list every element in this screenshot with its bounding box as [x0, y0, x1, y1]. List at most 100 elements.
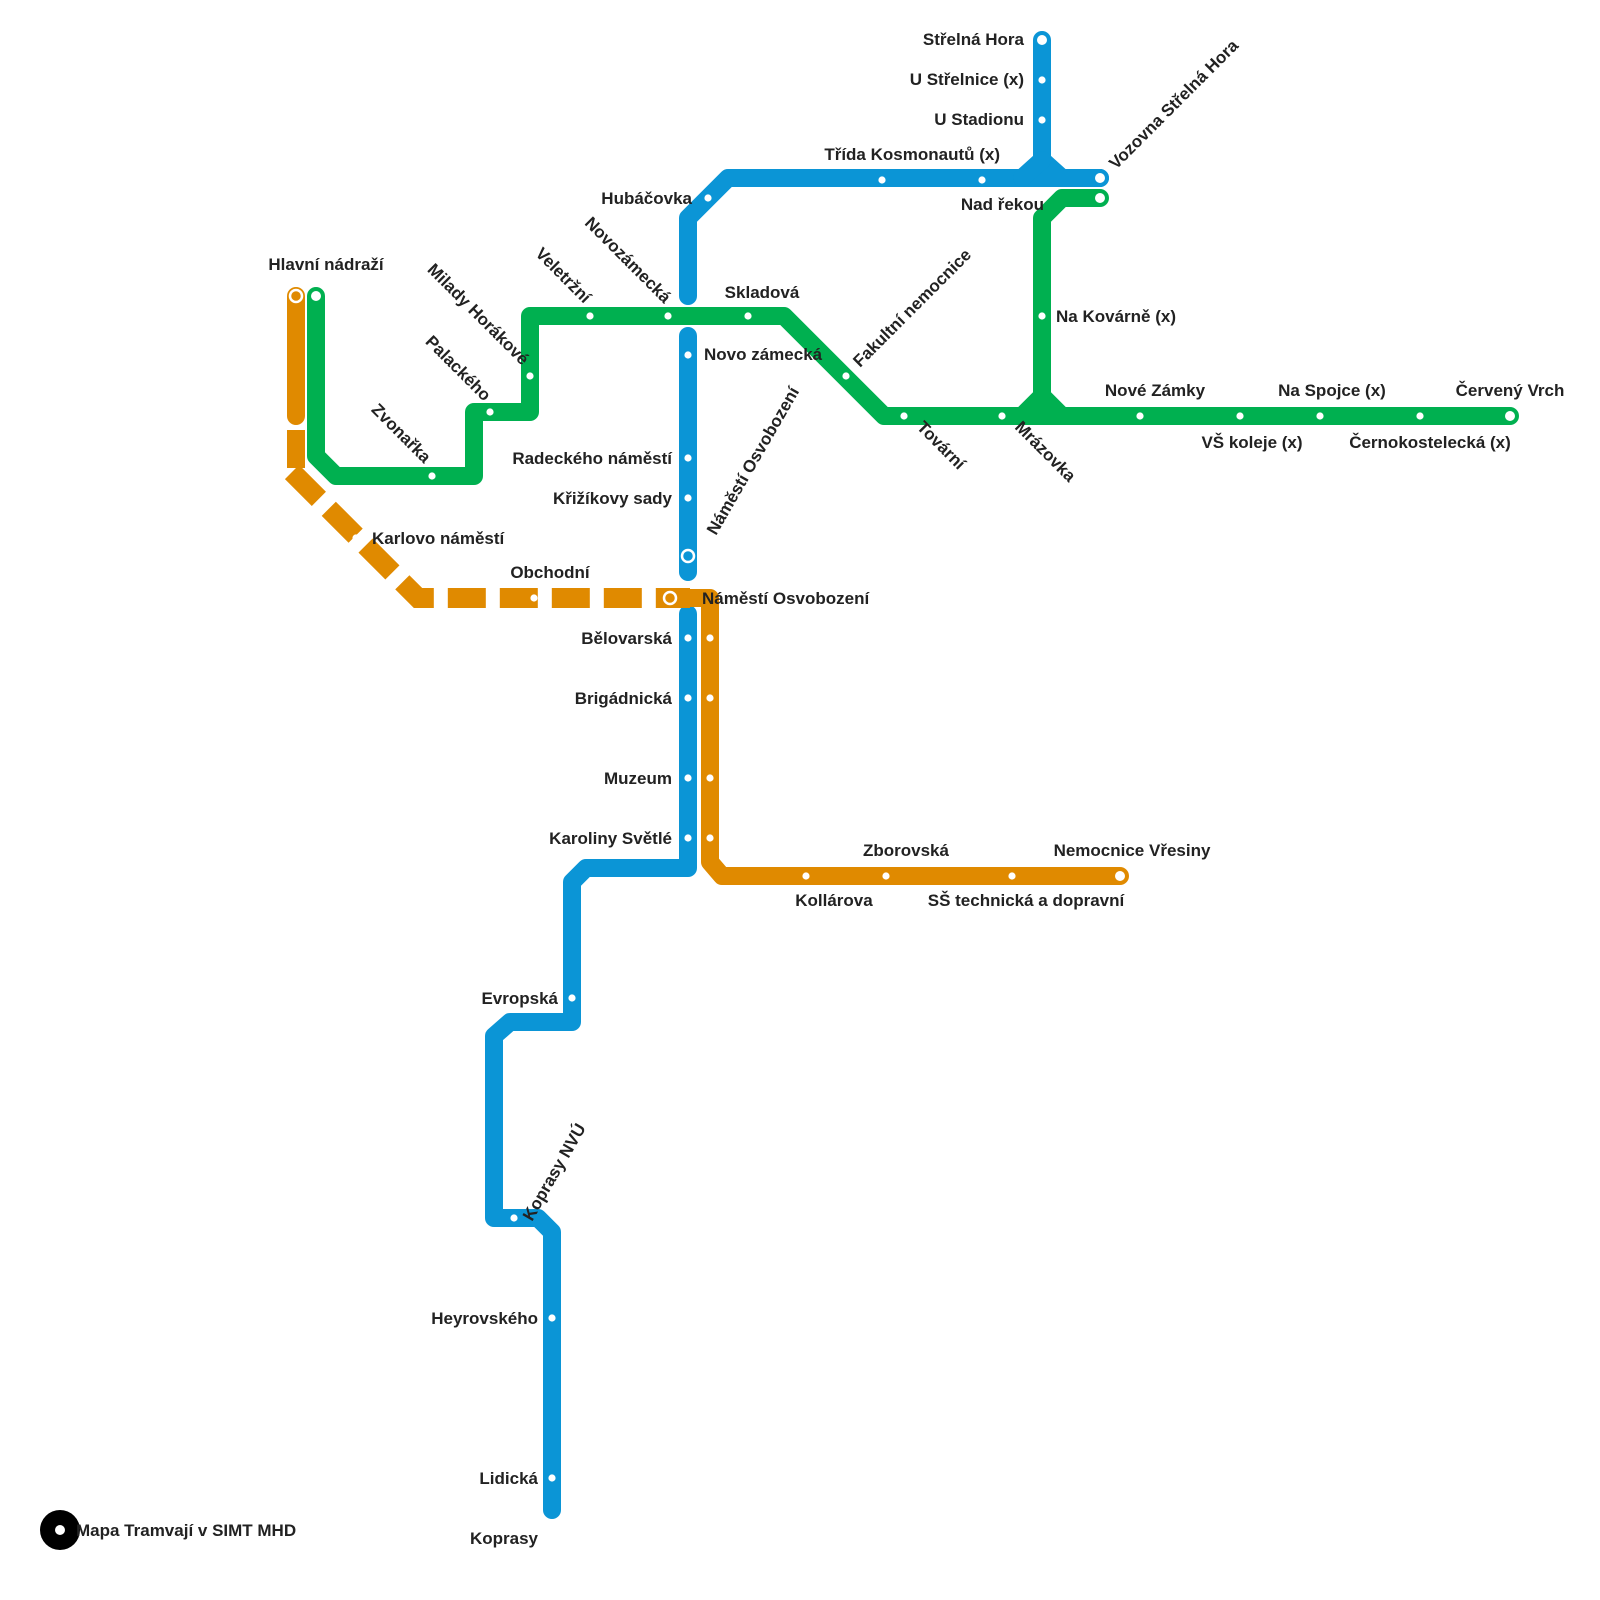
station-label-palackeho[interactable]: Palackého	[422, 332, 495, 405]
ss-technicka-station-marker[interactable]	[1008, 872, 1016, 880]
station-label-na-kovarne[interactable]: Na Kovárně (x)	[1056, 307, 1176, 326]
station-label-hubacovka[interactable]: Hubáčovka	[601, 189, 692, 208]
station-label-trida-kosmonautu[interactable]: Třída Kosmonautů (x)	[824, 145, 1000, 164]
station-label-na-spojce[interactable]: Na Spojce (x)	[1278, 381, 1386, 400]
lidicka-station-marker[interactable]	[548, 1474, 556, 1482]
station-label-zvonarka[interactable]: Zvonařka	[368, 400, 435, 467]
station-label-u-stadionu[interactable]: U Stadionu	[934, 110, 1024, 129]
blue-line[interactable]	[485, 31, 1109, 1519]
green-line-junction[interactable]	[1013, 387, 1071, 425]
green-line-main[interactable]	[307, 287, 1519, 485]
station-label-heyrovskeho[interactable]: Heyrovského	[431, 1309, 538, 1328]
station-label-kollarova[interactable]: Kollárova	[795, 891, 873, 910]
stop-41-station-marker[interactable]	[706, 834, 714, 842]
na-spojce-station-marker[interactable]	[1236, 412, 1244, 420]
belovarska-station-marker[interactable]	[684, 634, 692, 642]
evropska-station-marker[interactable]	[568, 994, 576, 1002]
station-label-muzeum[interactable]: Muzeum	[604, 769, 672, 788]
trida-kosmonautu-station-marker[interactable]	[978, 176, 986, 184]
novozamecka-station-marker[interactable]	[664, 312, 672, 320]
station-label-mrazovka[interactable]: Mrázovka	[1011, 417, 1080, 486]
station-label-vs-koleje[interactable]: VŠ koleje (x)	[1201, 433, 1302, 452]
palackeho-station-marker[interactable]	[486, 408, 494, 416]
veletrzni-station-marker[interactable]	[586, 312, 594, 320]
station-label-nemocnice-vresiny[interactable]: Nemocnice Vřesiny	[1054, 841, 1211, 860]
station-label-zborovska[interactable]: Zborovská	[863, 841, 950, 860]
skladova-station-marker[interactable]	[744, 312, 752, 320]
station-label-evropska[interactable]: Evropská	[481, 989, 558, 1008]
stop-35-station-marker[interactable]	[706, 634, 714, 642]
heyrovskeho-station-marker[interactable]	[548, 1314, 556, 1322]
station-label-vozovna[interactable]: Vozovna Střelná Hora	[1105, 36, 1242, 173]
green-line-east-branch[interactable]	[1033, 189, 1109, 405]
hlavni-nadrazi-station-marker[interactable]	[288, 288, 304, 304]
station-label-karlovo-namesti[interactable]: Karlovo náměstí	[372, 529, 506, 548]
u-strelnice-station-marker[interactable]	[1038, 76, 1046, 84]
stop-39-station-marker[interactable]	[706, 774, 714, 782]
radeckeho-namesti-station-marker[interactable]	[684, 454, 692, 462]
green-line[interactable]	[307, 189, 1519, 485]
karlovo-namesti-station-marker[interactable]	[352, 534, 360, 542]
station-label-karoliny-svetle[interactable]: Karoliny Světlé	[549, 829, 672, 848]
namesti-osvobozeni-station-marker[interactable]	[662, 590, 678, 606]
novo-zamecka-station-marker[interactable]	[684, 351, 692, 359]
stop-37-station-marker[interactable]	[706, 694, 714, 702]
blue-line-south[interactable]	[485, 605, 697, 1519]
koprasy-station-marker[interactable]	[547, 1533, 557, 1543]
nove-zamky-station-marker[interactable]	[1136, 412, 1144, 420]
u-stadionu-station-marker[interactable]	[1038, 116, 1046, 124]
station-label-nad-rekou[interactable]: Nad řekou	[961, 195, 1044, 214]
station-label-namesti-osvobozeni-blue[interactable]: Náměstí Osvobození	[703, 383, 804, 538]
orange-line-dashed-section[interactable]	[284, 464, 690, 608]
karoliny-svetle-station-marker[interactable]	[684, 834, 692, 842]
station-label-cerveny-vrch[interactable]: Červený Vrch	[1456, 381, 1565, 400]
station-label-skladova[interactable]: Skladová	[725, 283, 800, 302]
station-label-novo-zamecka[interactable]: Novo zámecká	[704, 345, 823, 364]
orange-line[interactable]	[284, 287, 1129, 885]
station-label-ss-technicka[interactable]: SŠ technická a dopravní	[928, 891, 1126, 910]
station-label-tovarni[interactable]: Tovární	[913, 417, 970, 474]
station-label-krizikovy-sady[interactable]: Křižíkovy sady	[553, 489, 673, 508]
station-label-hlavni-nadrazi[interactable]: Hlavní nádraží	[268, 255, 385, 274]
nemocnice-vresiny-station-marker[interactable]	[1115, 871, 1125, 881]
tovarni-station-marker[interactable]	[900, 412, 908, 420]
station-label-nove-zamky[interactable]: Nové Zámky	[1105, 381, 1206, 400]
namesti-osvobozeni-blue-station-marker[interactable]	[680, 548, 696, 564]
mrazovka-station-marker[interactable]	[998, 412, 1006, 420]
hubacovka-station-marker[interactable]	[704, 194, 712, 202]
stop-9-station-marker[interactable]	[311, 291, 321, 301]
station-label-fakultni-nemocnice[interactable]: Fakultní nemocnice	[849, 245, 975, 371]
station-label-novozamecka[interactable]: Novozámecká	[581, 213, 675, 307]
muzeum-station-marker[interactable]	[684, 774, 692, 782]
obchodni-station-marker[interactable]	[530, 594, 538, 602]
blue-line-north-branch[interactable]	[1033, 31, 1109, 187]
station-label-lidicka[interactable]: Lidická	[479, 1469, 538, 1488]
blue-line-connector[interactable]	[1013, 151, 1051, 187]
station-label-koprasy-nvu[interactable]: Koprasy NVÚ	[519, 1120, 590, 1224]
kollarova-station-marker[interactable]	[802, 872, 810, 880]
station-label-strelna-hora[interactable]: Střelná Hora	[923, 30, 1025, 49]
milady-horakove-station-marker[interactable]	[526, 372, 534, 380]
cerveny-vrch-station-marker[interactable]	[1416, 412, 1424, 420]
station-label-koprasy[interactable]: Koprasy	[470, 1529, 539, 1548]
station-label-u-strelnice[interactable]: U Střelnice (x)	[910, 70, 1024, 89]
station-label-cernokostelecka[interactable]: Černokostelecká (x)	[1349, 433, 1511, 452]
station-label-radeckeho-namesti[interactable]: Radeckého náměstí	[512, 449, 673, 468]
stop-21-station-marker[interactable]	[1316, 412, 1324, 420]
station-label-namesti-osvobozeni[interactable]: Náměstí Osvobození	[702, 589, 870, 608]
stop-4-station-marker[interactable]	[878, 176, 886, 184]
strelna-hora-station-marker[interactable]	[1037, 35, 1047, 45]
brigadnicka-station-marker[interactable]	[684, 694, 692, 702]
station-label-obchodni[interactable]: Obchodní	[510, 563, 591, 582]
station-label-brigadnicka[interactable]: Brigádnická	[575, 689, 673, 708]
na-kovarne-station-marker[interactable]	[1038, 312, 1046, 320]
station-label-belovarska[interactable]: Bělovarská	[581, 629, 672, 648]
zvonarka-station-marker[interactable]	[428, 472, 436, 480]
koprasy-nvu-station-marker[interactable]	[510, 1214, 518, 1222]
vozovna-station-marker[interactable]	[1095, 173, 1105, 183]
stop-23-station-marker[interactable]	[1505, 411, 1515, 421]
nad-rekou-station-marker[interactable]	[1095, 193, 1105, 203]
krizikovy-sady-station-marker[interactable]	[684, 494, 692, 502]
station-label-veletrzni[interactable]: Veletržní	[532, 244, 596, 308]
zborovska-station-marker[interactable]	[882, 872, 890, 880]
